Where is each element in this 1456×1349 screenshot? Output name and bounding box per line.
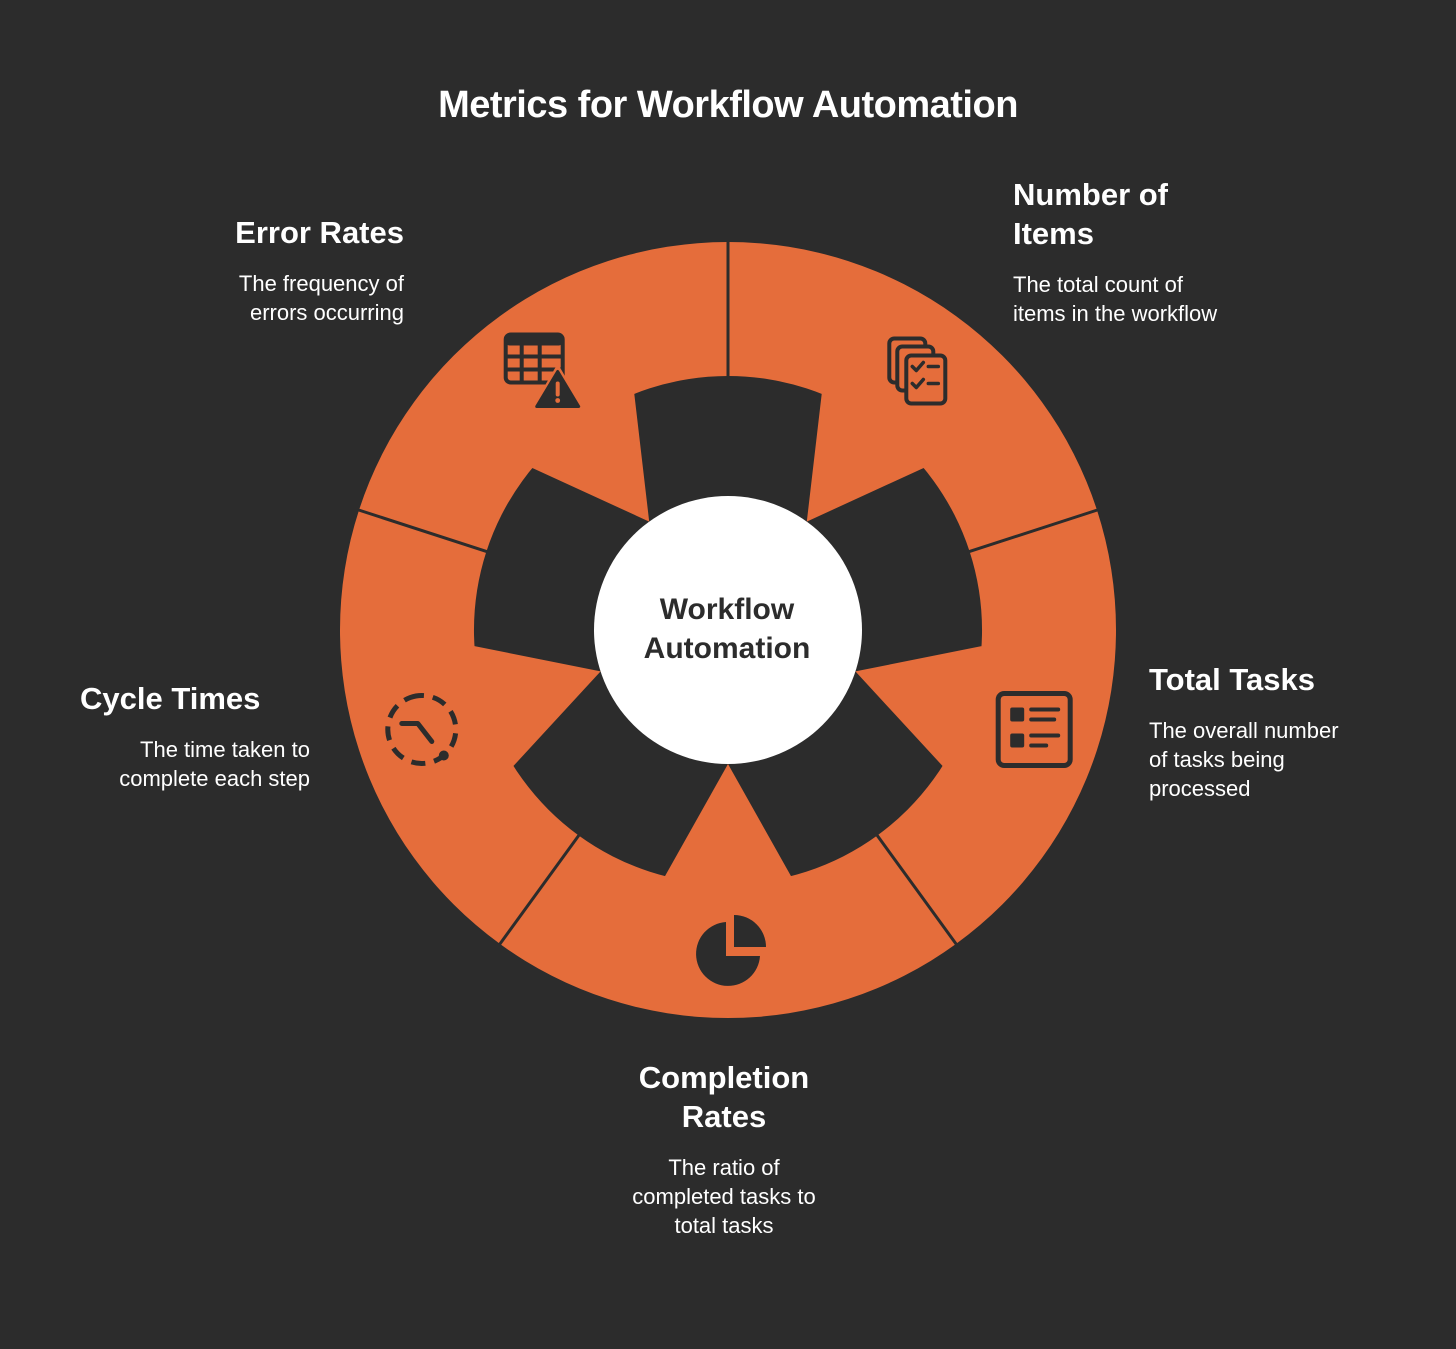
metric-description: The overall number	[1149, 718, 1339, 743]
metric-number-of-items: Number of Items The total count of items…	[1013, 175, 1313, 328]
metric-title: Error Rates	[235, 215, 404, 250]
metric-description: The frequency of	[238, 271, 404, 296]
segment-divider	[874, 833, 959, 947]
metric-description: errors occurring	[249, 300, 404, 325]
segment-cycle-times	[339, 510, 601, 944]
metric-title: Cycle Times	[80, 681, 261, 716]
metric-title: Items	[1013, 216, 1094, 251]
metric-title: Number of	[1013, 177, 1168, 212]
metric-title: Total Tasks	[1149, 662, 1315, 697]
metric-completion-rates: Completion Rates The ratio of completed …	[574, 1058, 874, 1240]
metric-title: Rates	[681, 1099, 767, 1134]
metric-description: of tasks being	[1149, 747, 1285, 772]
hub-label-line2: Automation	[643, 632, 811, 665]
metric-description: processed	[1149, 776, 1251, 801]
segment-divider	[967, 508, 1100, 554]
metric-cycle-times: Cycle Times The time taken to complete e…	[80, 679, 310, 793]
page-title: Metrics for Workflow Automation	[438, 84, 1018, 126]
metric-description: The total count of	[1013, 272, 1183, 297]
segment-completion-rates	[499, 764, 957, 1019]
task-list-icon	[995, 691, 1073, 768]
metric-description: The time taken to	[140, 737, 310, 762]
metric-description: items in the workflow	[1013, 301, 1218, 326]
metric-title: Completion	[638, 1060, 810, 1095]
table-warning-icon	[503, 332, 583, 411]
timer-icon	[385, 693, 459, 766]
hub-circle	[594, 496, 862, 764]
metric-description: completed tasks to	[632, 1184, 816, 1209]
segment-divider	[356, 508, 489, 554]
metric-description: complete each step	[119, 766, 310, 791]
metric-error-rates: Error Rates The frequency of errors occu…	[104, 213, 404, 327]
segment-divider	[497, 833, 582, 947]
pie-chart-icon	[696, 915, 766, 986]
metric-description: The ratio of	[668, 1155, 780, 1180]
checklist-documents-icon	[887, 336, 948, 406]
segment-total-tasks	[855, 510, 1117, 944]
hub-label: Workflow Automation	[594, 590, 860, 668]
metric-description: total tasks	[674, 1213, 774, 1238]
hub-label-line1: Workflow	[659, 593, 795, 626]
metric-total-tasks: Total Tasks The overall number of tasks …	[1149, 660, 1439, 803]
